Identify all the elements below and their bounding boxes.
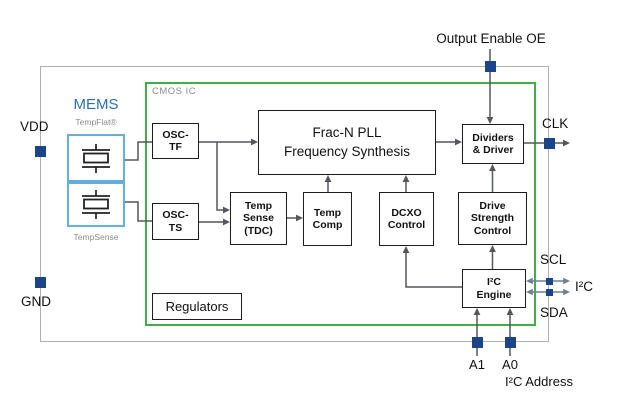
block-dividers-driver-label: Dividers & Driver	[472, 131, 514, 156]
block-i2c-engine-label: I²C Engine	[476, 276, 512, 301]
i2c-address-label: I²C Address	[505, 374, 573, 389]
a1-pin-icon	[471, 336, 483, 348]
vdd-label: VDD	[20, 119, 49, 134]
a0-pin-icon	[504, 336, 516, 348]
i2c-bus-label: I²C	[575, 279, 593, 294]
block-osc-tf-label: OSC- TF	[162, 128, 189, 153]
wire-temp-sense-to-temp-comp	[287, 214, 303, 222]
block-regulators-label: Regulators	[165, 298, 229, 314]
cmos-ic-frame	[145, 82, 536, 326]
wire-tempsense-to-osc-ts	[125, 201, 152, 222]
scl-label: SCL	[540, 252, 567, 267]
a1-label: A1	[469, 357, 485, 372]
tempsense-label: TempSense	[73, 232, 119, 242]
output-enable-label: Output Enable OE	[436, 31, 546, 46]
clk-label: CLK	[542, 116, 569, 131]
crystal-resonator-icon	[82, 190, 110, 219]
wire-pll-to-dividers	[436, 138, 462, 146]
wire-output-enable-to-dividers	[486, 49, 494, 124]
output-enable-pin-icon	[484, 60, 496, 72]
wire-drive-strength-to-dividers	[489, 164, 496, 192]
tempflat-label: TempFlat®	[75, 117, 117, 127]
wire-osc-tf-to-pll	[199, 138, 258, 146]
gnd-label: GND	[21, 294, 51, 309]
block-temp-sense-label: Temp Sense (TDC)	[243, 199, 274, 237]
gnd-pin-icon	[34, 276, 46, 288]
wire-i2c-engine-to-dcxo	[402, 246, 462, 288]
block-dividers-driver: Dividers & Driver	[462, 124, 524, 164]
wire-a1-to-i2c-engine	[473, 308, 481, 356]
cmos-ic-title: CMOS IC	[152, 86, 197, 97]
sda-label: SDA	[540, 305, 568, 320]
wire-temp-comp-to-pll	[324, 175, 332, 192]
sda-pin-icon	[545, 288, 553, 296]
block-temp-comp: Temp Comp	[303, 192, 352, 246]
block-frac-n-pll: Frac-N PLL Frequency Synthesis	[258, 110, 436, 175]
wire-dcxo-to-pll	[402, 175, 410, 192]
wire-osc-ts-to-temp-sense	[199, 218, 230, 226]
block-osc-ts: OSC- TS	[152, 203, 199, 240]
crystal-resonator-icon	[82, 144, 110, 173]
block-frac-n-pll-label: Frac-N PLL Frequency Synthesis	[283, 124, 411, 159]
wire-osc-tf-branch-to-temp-sense	[216, 142, 230, 214]
wire-i2c-engine-to-drive-strength	[489, 245, 496, 269]
vdd-pin-icon	[34, 145, 46, 157]
clk-pin-icon	[543, 137, 555, 149]
block-regulators: Regulators	[152, 293, 242, 320]
block-temp-comp-label: Temp Comp	[312, 206, 343, 231]
block-osc-tf: OSC- TF	[152, 123, 199, 159]
block-dcxo-control-label: DCXO Control	[387, 206, 426, 231]
scl-pin-icon	[545, 277, 553, 285]
wire-tempflat-to-osc-tf	[125, 141, 152, 161]
block-drive-strength-label: Drive Strength Control	[470, 199, 515, 237]
block-drive-strength-control: Drive Strength Control	[458, 192, 527, 245]
block-dcxo-control: DCXO Control	[379, 192, 434, 246]
block-temp-sense: Temp Sense (TDC)	[230, 192, 287, 245]
block-i2c-engine: I²C Engine	[462, 269, 526, 308]
package-boundary-frame	[40, 66, 549, 342]
mems-title: MEMS	[73, 96, 119, 113]
a0-label: A0	[502, 357, 518, 372]
wire-a0-to-i2c-engine	[506, 308, 514, 356]
block-osc-ts-label: OSC- TS	[162, 209, 189, 234]
